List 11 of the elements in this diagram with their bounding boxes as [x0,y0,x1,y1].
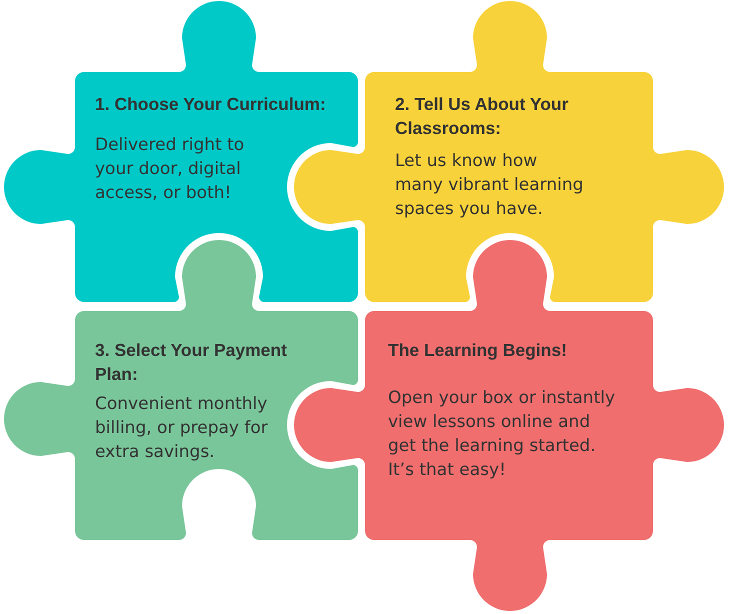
step-heading: 3. Select Your Payment Plan: [95,339,288,386]
step-heading: 2. Tell Us About Your Classrooms: [395,93,570,140]
step-heading: The Learning Begins! [388,339,568,362]
step-heading: 1. Choose Your Curriculum: [95,93,327,116]
step-description: Open your box or instantly view lessons online and get the learning started. It’s that easy! [388,387,616,482]
puzzle-piece [4,1,358,302]
puzzle-piece [294,240,724,611]
step-description: Convenient monthly billing, or prepay for extra savings. [95,393,269,464]
puzzle-piece [4,240,358,540]
step-description: Let us know how many vibrant learning spaces you have. [395,150,584,221]
step-description: Delivered right to your door, digital access, or both! [95,134,246,205]
